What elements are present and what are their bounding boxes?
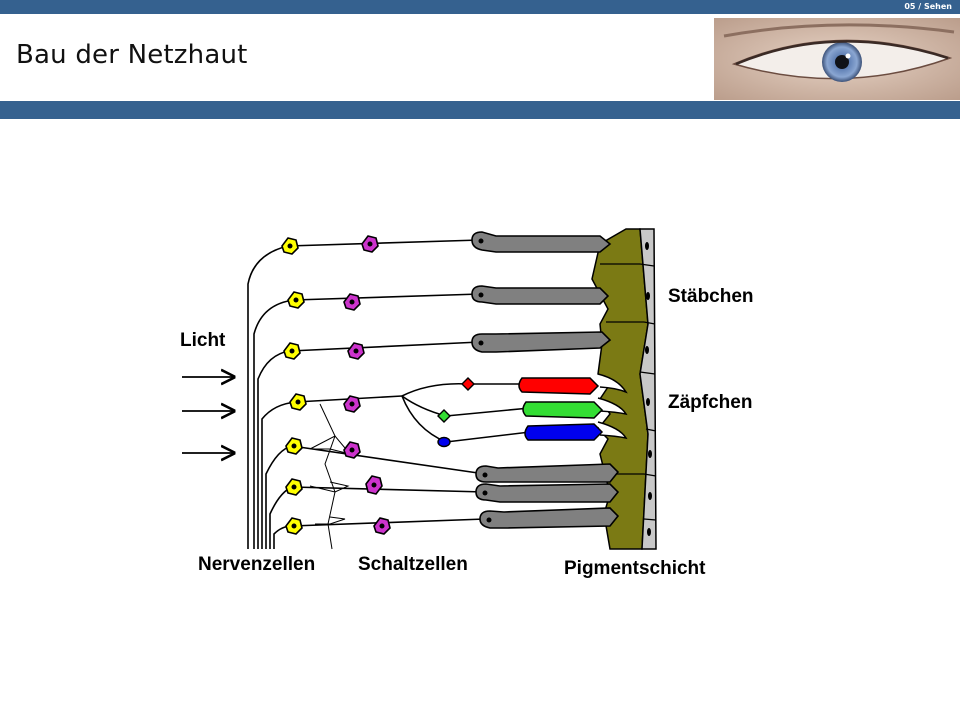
- eye-photo: [714, 18, 960, 100]
- pigment-epithelium: [639, 228, 657, 550]
- header-rule: [0, 101, 960, 103]
- light-arrows: [182, 377, 234, 453]
- section-label: 05 / Sehen: [904, 2, 952, 11]
- retina-diagram: Licht Stäbchen Zäpfchen Nervenzellen Sch…: [170, 224, 790, 592]
- label-interneurons: Schaltzellen: [358, 554, 468, 575]
- cone-cells: [518, 377, 604, 441]
- label-light: Licht: [180, 330, 226, 351]
- header-band: [0, 103, 960, 119]
- page-title: Bau der Netzhaut: [16, 40, 248, 70]
- label-rods: Stäbchen: [668, 286, 754, 307]
- label-cones: Zäpfchen: [668, 392, 752, 413]
- rod-cells: [471, 231, 620, 529]
- top-bar: 05 / Sehen: [0, 0, 960, 14]
- label-nerve-cells: Nervenzellen: [198, 554, 315, 575]
- label-pigment-layer: Pigmentschicht: [564, 558, 706, 579]
